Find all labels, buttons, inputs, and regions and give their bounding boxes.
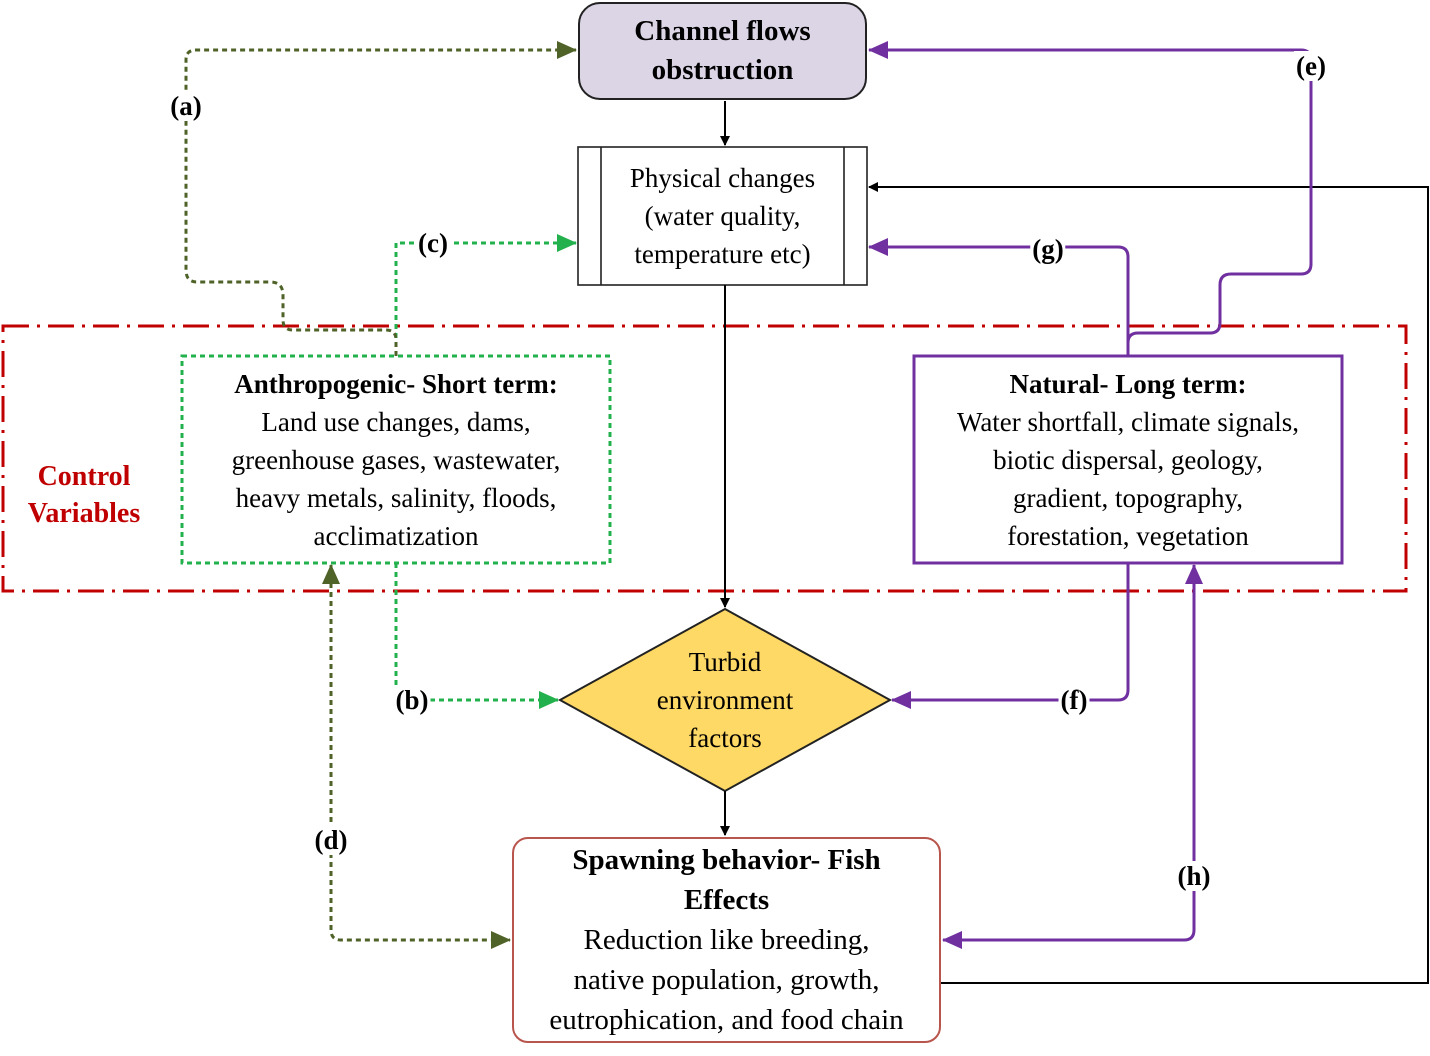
anthropogenic-line-2: greenhouse gases, wastewater, (231, 444, 561, 475)
channel-line-1: Channel flows (634, 15, 811, 47)
control-variables-region (1, 324, 1408, 593)
channel-flows-obstruction-node: Channel flows obstruction (578, 2, 867, 100)
arrow-h-natural-spawning (942, 564, 1203, 949)
natural-line-3: gradient, topography, (1013, 482, 1243, 513)
anthropogenic-line-1: Land use changes, dams, (261, 406, 531, 437)
spawning-title-2: Effects (683, 884, 770, 916)
arrow-e-natural-to-channel (868, 41, 1313, 356)
arrow-a-anthropogenic-to-channel (184, 41, 577, 356)
arrow-c-anthropogenic-to-physical (394, 234, 577, 356)
control-label-line-1: Control (37, 461, 131, 492)
edge-label-f: (f) (1058, 685, 1090, 715)
physical-line-2: (water quality, (644, 201, 801, 231)
arrow-b-anthropogenic-to-turbid (394, 563, 559, 709)
edge-label-c: (c) (416, 228, 450, 258)
spawning-line-1: Reduction like breeding, (583, 924, 870, 956)
anthropogenic-node: Anthropogenic- Short term: Land use chan… (182, 356, 610, 563)
edge-label-d: (d) (312, 825, 350, 855)
channel-line-2: obstruction (651, 54, 794, 86)
anthropogenic-title: Anthropogenic- Short term: (234, 368, 558, 399)
turbid-environment-node: Turbid environment factors (600, 640, 850, 760)
edge-label-b: (b) (393, 685, 431, 715)
anthropogenic-line-3: heavy metals, salinity, floods, (235, 482, 557, 513)
turbid-line-3: factors (688, 723, 762, 753)
spawning-line-3: eutrophication, and food chain (549, 1004, 904, 1036)
edge-label-h: (h) (1175, 861, 1213, 891)
natural-line-4: forestation, vegetation (1007, 520, 1249, 551)
control-label-line-2: Variables (27, 498, 141, 529)
turbid-line-1: Turbid (688, 647, 762, 677)
arrow-spawning-to-physical (868, 182, 1429, 984)
physical-line-1: Physical changes (629, 163, 816, 193)
natural-title: Natural- Long term: (1009, 368, 1247, 399)
edge-label-e: (e) (1294, 51, 1328, 81)
natural-line-1: Water shortfall, climate signals, (957, 406, 1299, 437)
arrow-g-natural-to-physical (868, 238, 1130, 356)
edge-label-g: (g) (1030, 234, 1066, 264)
anthropogenic-box (180, 354, 612, 565)
spawning-title-1: Spawning behavior- Fish (572, 844, 881, 876)
physical-changes-node: Physical changes (water quality, tempera… (578, 147, 867, 285)
anthropogenic-line-4: acclimatization (313, 520, 479, 551)
edge-label-a: (a) (168, 91, 204, 121)
natural-line-2: biotic dispersal, geology, (993, 444, 1263, 475)
control-variables-label: Control Variables (14, 455, 154, 535)
arrow-d-anthropogenic-spawning (322, 564, 511, 949)
spawning-line-2: native population, growth, (573, 964, 880, 996)
physical-changes-box (577, 146, 868, 286)
natural-box (912, 354, 1344, 565)
spawning-behavior-node: Spawning behavior- Fish Effects Reductio… (512, 837, 941, 1043)
physical-line-3: temperature etc) (634, 239, 811, 269)
turbid-line-2: environment (656, 685, 794, 715)
natural-node: Natural- Long term: Water shortfall, cli… (914, 356, 1342, 563)
arrow-f-natural-to-turbid (891, 563, 1130, 709)
